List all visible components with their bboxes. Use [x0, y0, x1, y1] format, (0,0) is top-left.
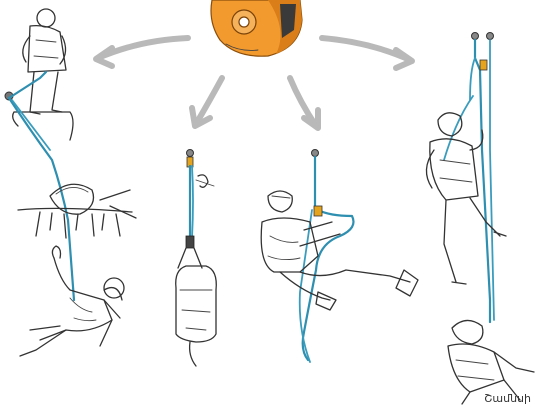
arrow-icon-center-right: [290, 78, 318, 128]
arrow-icon-right: [322, 38, 412, 68]
scene-haul-bag: [176, 150, 217, 367]
arrow-icon-left: [96, 38, 188, 66]
scene-ascending-climber: [261, 150, 418, 363]
pulley-device-icon: [211, 0, 302, 56]
caption-text: Շամնսի: [484, 392, 531, 405]
arrow-icon-center-left: [192, 78, 222, 126]
scene-rescue-lowering: [5, 9, 136, 356]
scene-top-rope-pair: [426, 33, 534, 405]
